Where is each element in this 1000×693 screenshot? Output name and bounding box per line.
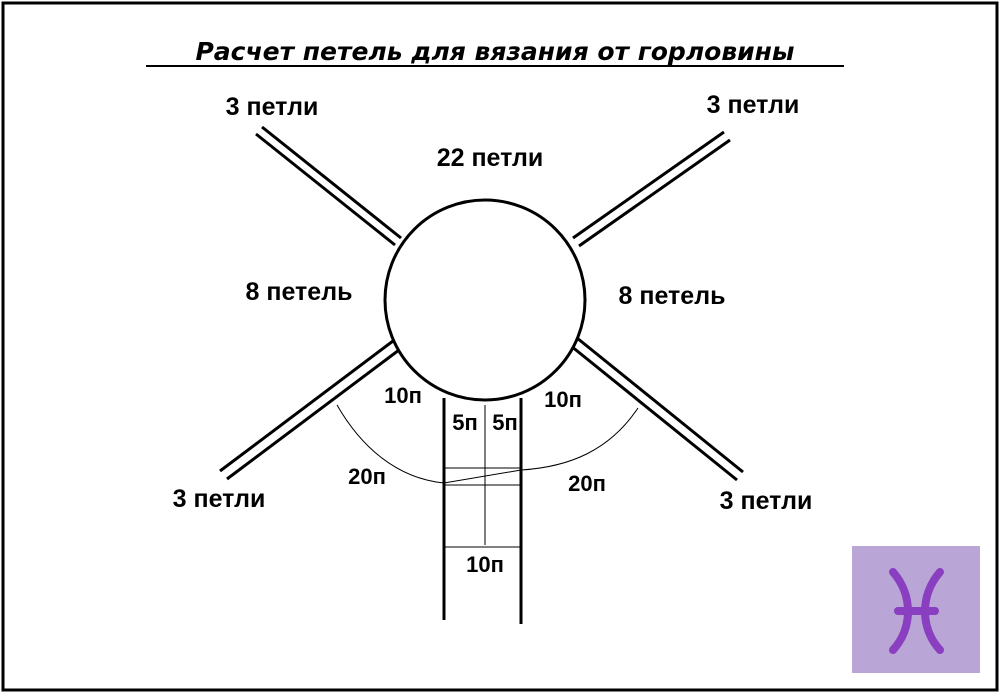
label-placket-bottom: 10п: [466, 552, 504, 577]
front-neck-curve: [336, 404, 639, 484]
label-front-right-upper: 10п: [544, 387, 582, 412]
raglan-line-bottom-left: [219, 339, 400, 481]
label-raglan-top-left: 3 петли: [226, 93, 319, 121]
label-front-left-upper: 10п: [384, 383, 422, 408]
raglan-line-top-left: [255, 125, 402, 247]
pisces-logo: [852, 546, 980, 673]
raglan-line-bottom-right: [570, 336, 744, 482]
label-front-right-lower: 20п: [568, 471, 606, 496]
label-placket-left: 5п: [452, 410, 478, 435]
label-raglan-bottom-left: 3 петли: [173, 485, 266, 513]
neckline-circle: [383, 198, 587, 402]
label-raglan-top-right: 3 петли: [707, 91, 800, 119]
label-raglan-bottom-right: 3 петли: [720, 487, 813, 515]
front-placket: [442, 398, 523, 624]
label-left-sleeve-stitches: 8 петель: [246, 278, 353, 306]
label-front-left-lower: 20п: [348, 464, 386, 489]
diagram-title: Расчет петель для вязания от горловины: [195, 37, 794, 66]
label-right-sleeve-stitches: 8 петель: [619, 282, 726, 310]
label-placket-right: 5п: [492, 410, 518, 435]
raglan-line-top-right: [572, 130, 731, 248]
label-top-stitches: 22 петли: [437, 144, 544, 172]
pisces-zodiac-icon: [889, 568, 944, 654]
